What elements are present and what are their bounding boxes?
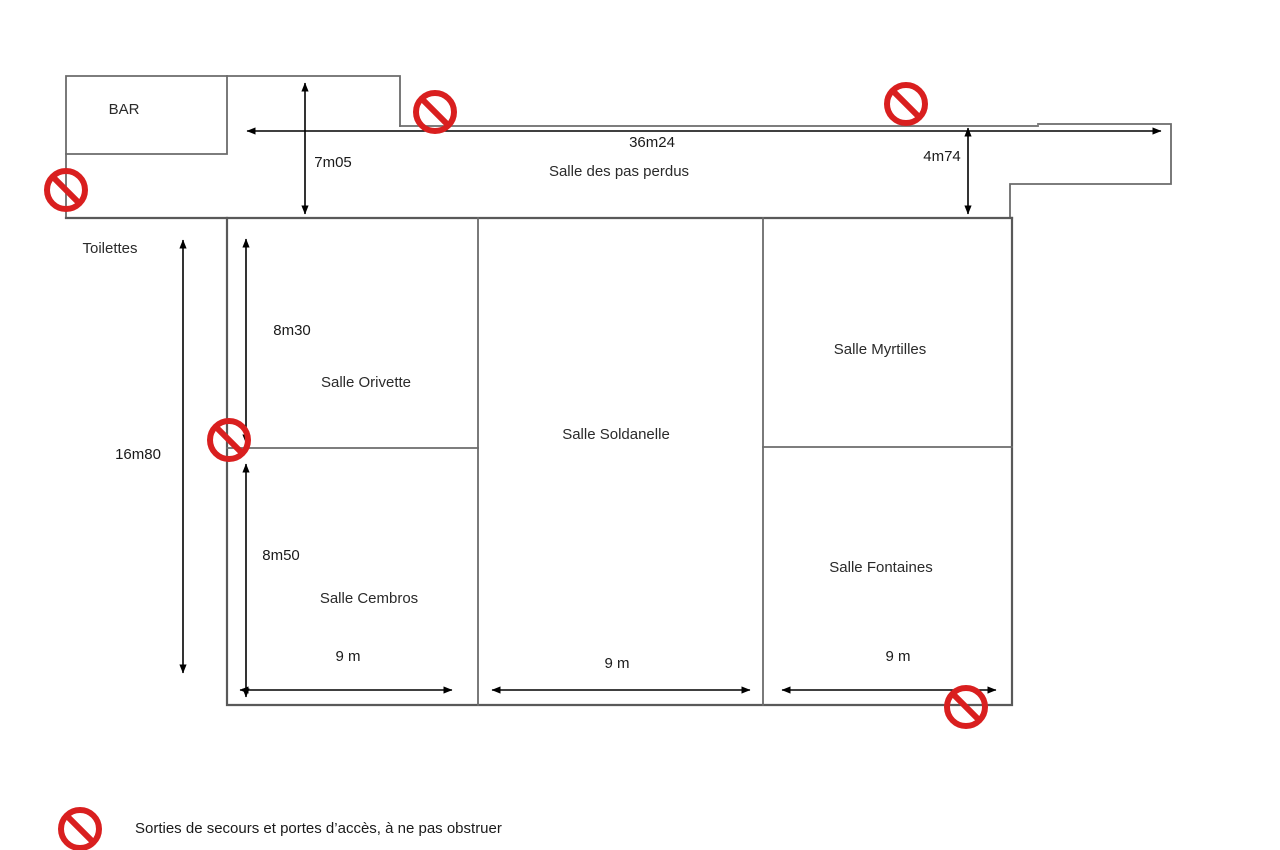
legend-label: Sorties de secours et portes d’accès, à …	[135, 820, 502, 837]
dim-label-8m30: 8m30	[273, 322, 311, 339]
room-labels-group: BAR Salle des pas perdus Toilettes Salle…	[82, 101, 932, 607]
dimension-lines-group	[179, 82, 1162, 698]
exit-marker-bar-top-right[interactable]	[413, 90, 457, 134]
room-label-salle-orivette: Salle Orivette	[321, 374, 411, 391]
room-label-toilettes: Toilettes	[82, 240, 137, 257]
room-label-salle-des-pas-perdus: Salle des pas perdus	[549, 163, 689, 180]
dimension-labels-group: 36m24 7m05 4m74 16m80 8m30 8m50 9 m 9 m …	[115, 134, 961, 672]
room-label-salle-myrtilles: Salle Myrtilles	[834, 341, 927, 358]
exit-marker-fontaines-bottom[interactable]	[944, 685, 988, 729]
exit-marker-orivette-cembros[interactable]	[207, 418, 251, 462]
exit-markers-group	[44, 82, 988, 729]
wall-right-step	[1009, 123, 1172, 219]
wall-top-left-segment	[226, 75, 401, 127]
dim-label-9m-fontaines: 9 m	[885, 648, 910, 665]
dim-label-8m50: 8m50	[262, 547, 300, 564]
room-label-salle-fontaines: Salle Fontaines	[829, 559, 932, 576]
room-label-salle-soldanelle: Salle Soldanelle	[562, 426, 670, 443]
dim-label-36m24: 36m24	[629, 134, 675, 151]
dim-label-16m80: 16m80	[115, 446, 161, 463]
room-label-salle-cembros: Salle Cembros	[320, 590, 418, 607]
wall-rooms-outline	[225, 216, 1014, 707]
dim-label-9m-soldanelle: 9 m	[604, 655, 629, 672]
legend-group: Sorties de secours et portes d’accès, à …	[58, 807, 502, 850]
exit-marker-toilettes-left[interactable]	[44, 168, 88, 212]
exit-marker-pas-perdus-right[interactable]	[884, 82, 928, 126]
dim-label-9m-cembros: 9 m	[335, 648, 360, 665]
room-label-bar: BAR	[109, 101, 140, 118]
exit-legend-icon	[58, 807, 102, 850]
dim-label-4m74: 4m74	[923, 148, 961, 165]
wall-bar-box	[65, 75, 228, 155]
dim-label-7m05: 7m05	[314, 154, 352, 171]
